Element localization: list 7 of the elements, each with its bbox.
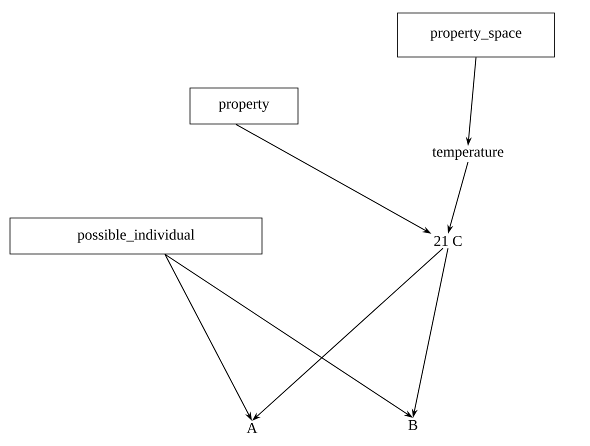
- node-label: B: [408, 420, 418, 430]
- node-label: temperature: [432, 148, 504, 160]
- label-box: property_space: [397, 12, 555, 58]
- node-label: A: [246, 423, 258, 433]
- node-label: 21 C: [434, 236, 462, 246]
- label-box: property: [190, 88, 298, 124]
- label-box: possible_individual: [10, 218, 262, 254]
